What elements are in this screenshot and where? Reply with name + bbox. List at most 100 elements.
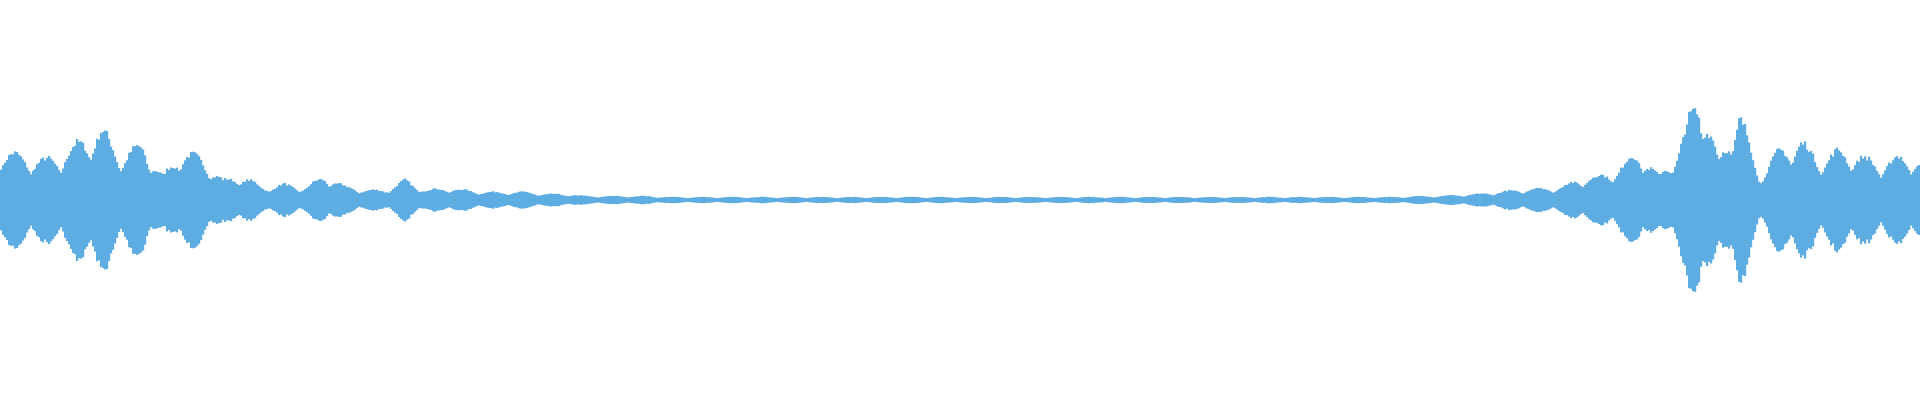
waveform-sample xyxy=(256,184,259,216)
waveform-sample xyxy=(1484,193,1487,207)
waveform-sample xyxy=(614,196,617,204)
waveform-sample xyxy=(1224,198,1227,202)
waveform-sample xyxy=(776,198,779,202)
waveform-sample xyxy=(1702,138,1705,262)
waveform-sample xyxy=(948,197,951,203)
waveform-sample xyxy=(1048,197,1051,203)
waveform-sample xyxy=(1738,118,1741,282)
waveform-sample xyxy=(700,196,703,204)
waveform-sample xyxy=(722,197,725,203)
waveform-sample xyxy=(1214,197,1217,203)
waveform-sample xyxy=(914,196,917,204)
waveform-sample xyxy=(1058,197,1061,203)
waveform-sample xyxy=(466,189,469,211)
waveform-sample xyxy=(516,192,519,208)
waveform-sample xyxy=(104,130,107,270)
waveform-sample xyxy=(114,156,117,244)
waveform-sample xyxy=(1788,160,1791,240)
waveform-sample xyxy=(1240,197,1243,203)
waveform-sample xyxy=(1866,160,1869,240)
waveform-sample xyxy=(1510,190,1513,210)
waveform-sample xyxy=(1122,196,1125,204)
waveform-sample xyxy=(474,193,477,207)
waveform-sample xyxy=(1196,197,1199,203)
waveform-sample xyxy=(1768,166,1771,234)
waveform-sample xyxy=(1072,197,1075,203)
waveform-sample xyxy=(842,197,845,203)
waveform-sample xyxy=(1468,195,1471,205)
waveform-sample xyxy=(916,197,919,203)
waveform-sample xyxy=(1760,183,1763,217)
waveform-sample xyxy=(640,195,643,205)
waveform-sample xyxy=(1222,197,1225,203)
waveform-sample xyxy=(1798,146,1801,254)
waveform-sample xyxy=(1346,197,1349,203)
waveform-sample xyxy=(636,196,639,204)
waveform-sample xyxy=(1136,197,1139,203)
waveform-sample xyxy=(554,193,557,207)
waveform-sample xyxy=(1756,175,1759,225)
waveform-sample xyxy=(540,195,543,205)
waveform-sample xyxy=(802,197,805,203)
waveform-sample xyxy=(1140,197,1143,203)
waveform-sample xyxy=(454,190,457,210)
waveform-sample xyxy=(1318,197,1321,203)
waveform-sample xyxy=(1540,188,1543,212)
waveform-sample xyxy=(820,197,823,203)
waveform-sample xyxy=(472,192,475,208)
waveform-sample xyxy=(186,157,189,243)
waveform-sample xyxy=(1110,197,1113,203)
waveform-sample xyxy=(1234,197,1237,203)
waveform-sample xyxy=(1614,179,1617,221)
waveform-sample xyxy=(1206,197,1209,203)
waveform-sample xyxy=(936,196,939,204)
waveform-sample xyxy=(332,184,335,216)
waveform-sample xyxy=(612,195,615,205)
waveform-sample xyxy=(1502,191,1505,209)
waveform-sample xyxy=(74,145,77,255)
waveform-bars xyxy=(0,108,1920,292)
waveform-sample xyxy=(94,148,97,252)
waveform-sample xyxy=(642,195,645,205)
waveform-sample xyxy=(504,194,507,206)
waveform-sample xyxy=(398,182,401,218)
waveform-sample xyxy=(1086,196,1089,204)
waveform-sample xyxy=(918,197,921,203)
waveform-sample xyxy=(382,191,385,209)
waveform-sample xyxy=(1456,195,1459,205)
waveform-sample xyxy=(24,162,27,238)
waveform-sample xyxy=(1354,197,1357,203)
waveform-sample xyxy=(1156,197,1159,203)
waveform-sample xyxy=(604,196,607,204)
waveform-sample xyxy=(20,156,23,244)
waveform-sample xyxy=(1008,197,1011,203)
waveform-sample xyxy=(858,197,861,203)
waveform-sample xyxy=(1918,164,1920,236)
waveform-sample xyxy=(1266,196,1269,204)
waveform-sample xyxy=(1112,197,1115,203)
waveform-sample xyxy=(508,194,511,206)
waveform-sample xyxy=(1762,181,1765,219)
waveform-sample xyxy=(490,191,493,209)
waveform-sample xyxy=(982,197,985,203)
waveform-sample xyxy=(50,158,53,242)
waveform-sample xyxy=(1078,197,1081,203)
waveform-sample xyxy=(2,165,5,235)
waveform-sample xyxy=(76,139,79,261)
waveform-sample xyxy=(124,163,127,237)
waveform-sample xyxy=(598,197,601,203)
waveform-sample xyxy=(450,191,453,209)
waveform-sample xyxy=(718,197,721,203)
waveform-sample xyxy=(1256,197,1259,203)
waveform-sample xyxy=(1200,197,1203,203)
waveform-sample xyxy=(1512,190,1515,210)
waveform-sample xyxy=(1036,197,1039,203)
waveform-sample xyxy=(808,197,811,203)
waveform-sample xyxy=(282,183,285,217)
waveform-sample xyxy=(148,169,151,231)
waveform-sample xyxy=(136,145,139,255)
waveform-sample xyxy=(1138,197,1141,203)
waveform-sample xyxy=(1496,193,1499,207)
waveform-sample xyxy=(1174,197,1177,203)
waveform-sample xyxy=(438,189,441,211)
